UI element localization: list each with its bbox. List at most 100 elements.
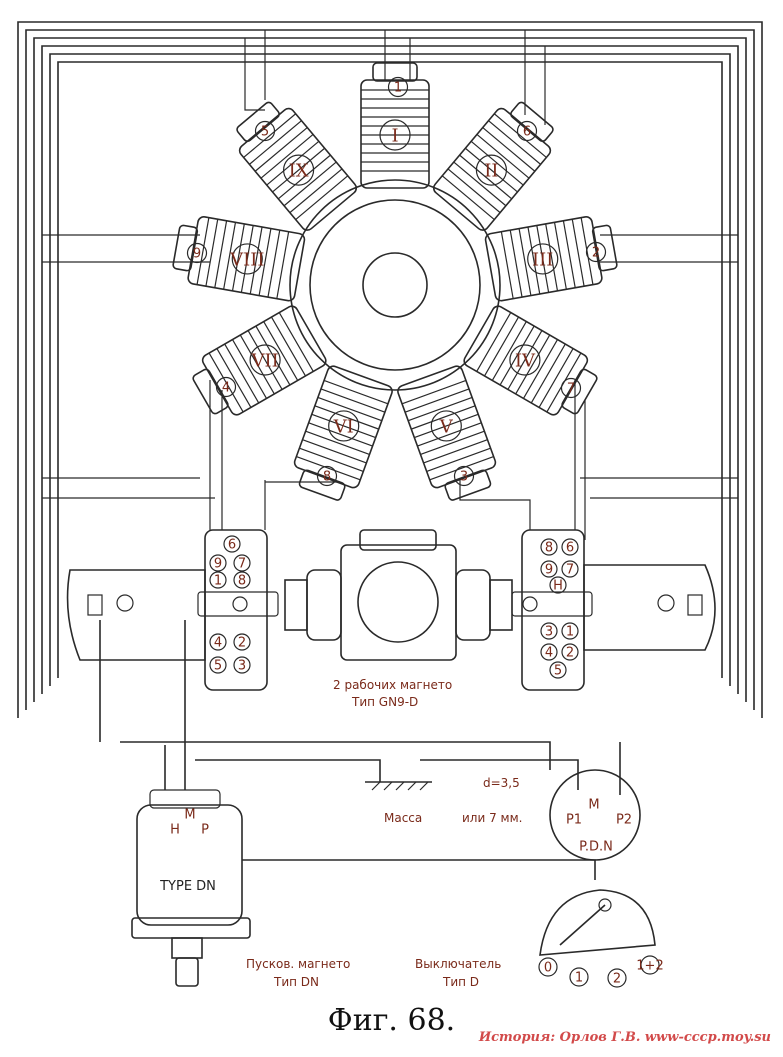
ground-label: Масса <box>384 811 422 825</box>
right-terminal-3: 3 <box>540 622 558 640</box>
svg-text:1: 1 <box>566 625 574 640</box>
plug-5: 5 <box>254 120 276 142</box>
svg-text:3: 3 <box>545 625 553 640</box>
right-magneto <box>511 529 716 691</box>
gap-label-line2: или 7 мм. <box>462 811 522 825</box>
right-terminal-6: 6 <box>561 538 579 556</box>
svg-text:1: 1 <box>575 971 583 986</box>
engine-crankcase <box>289 179 501 391</box>
svg-text:III: III <box>532 249 553 270</box>
right-terminal-7: 7 <box>561 560 579 578</box>
svg-text:5: 5 <box>261 125 269 140</box>
svg-text:1+2: 1+2 <box>636 959 663 974</box>
svg-text:2: 2 <box>566 646 574 661</box>
cylinder-VII: VII <box>192 305 327 416</box>
svg-text:2: 2 <box>613 972 621 987</box>
ignition-switch <box>539 889 656 956</box>
switch-position-2: 2 <box>607 968 627 988</box>
switch-label-line2: Тип D <box>442 975 479 989</box>
left-terminal-1: 1 <box>209 571 227 589</box>
svg-text:6: 6 <box>228 538 236 553</box>
switch-p1-terminal: P1 <box>566 813 582 828</box>
svg-text:7: 7 <box>566 563 574 578</box>
left-terminal-4: 4 <box>209 633 227 651</box>
left-terminal-9: 9 <box>209 554 227 572</box>
svg-text:II: II <box>484 161 498 182</box>
svg-text:VI: VI <box>333 416 354 437</box>
right-terminal-2: 2 <box>561 643 579 661</box>
svg-text:VIII: VIII <box>229 249 264 270</box>
magneto-drive-coupling <box>284 529 513 661</box>
svg-text:8: 8 <box>545 541 553 556</box>
svg-text:H: H <box>553 579 563 594</box>
svg-text:9: 9 <box>545 563 553 578</box>
switch-position-3: 1+2 <box>636 955 664 975</box>
svg-text:7: 7 <box>567 382 575 397</box>
switch-position-1: 1 <box>569 967 589 987</box>
starter-label-line1: Пусков. магнето <box>246 957 350 971</box>
left-terminal-6: 6 <box>223 535 241 553</box>
left-terminal-2: 2 <box>233 633 251 651</box>
right-terminal-1: 1 <box>561 622 579 640</box>
plug-7: 7 <box>560 377 582 399</box>
cylinder-VI: VI <box>293 365 393 501</box>
starter-type-text: TYPE DN <box>159 879 216 894</box>
svg-text:6: 6 <box>566 541 574 556</box>
svg-text:1: 1 <box>394 81 402 96</box>
svg-text:7: 7 <box>238 557 246 572</box>
left-terminal-8: 8 <box>233 571 251 589</box>
svg-text:2: 2 <box>592 246 600 261</box>
gap-label-line1: d=3,5 <box>483 776 520 790</box>
plug-2: 2 <box>585 241 607 263</box>
cylinder-IV: IV <box>463 305 598 416</box>
switch-p2-terminal: P2 <box>616 813 632 828</box>
figure-caption: Фиг. 68. <box>327 1003 456 1038</box>
left-magneto <box>66 529 279 691</box>
right-terminal-8: 8 <box>540 538 558 556</box>
starter-h-terminal: H <box>170 823 180 838</box>
cylinder-VIII: VIII <box>172 216 306 302</box>
starter-label-line2: Тип DN <box>273 975 319 989</box>
svg-text:3: 3 <box>238 659 246 674</box>
svg-text:2: 2 <box>238 636 246 651</box>
cylinder-I: I <box>360 62 430 189</box>
svg-text:4: 4 <box>222 381 230 396</box>
svg-text:V: V <box>439 416 454 437</box>
svg-text:3: 3 <box>460 470 468 485</box>
svg-text:1: 1 <box>214 574 222 589</box>
magneto-label-line2: Тип GN9-D <box>351 695 418 709</box>
cylinder-IX: IX <box>236 101 358 231</box>
plug-9: 9 <box>186 242 208 264</box>
cylinder-III: III <box>484 216 618 302</box>
svg-text:5: 5 <box>554 664 562 679</box>
right-terminal-5: 5 <box>549 661 567 679</box>
plug-1: 1 <box>387 76 409 98</box>
switch-label-line1: Выключатель <box>415 957 501 971</box>
cylinder-V: V <box>397 365 497 501</box>
svg-text:IV: IV <box>515 351 536 372</box>
starter-p-terminal: P <box>201 823 209 838</box>
switch-positions: 0 1 2 1+2 <box>538 955 664 988</box>
left-terminal-7: 7 <box>233 554 251 572</box>
right-terminal-H: H <box>549 576 567 594</box>
credit-watermark: История: Орлов Г.В. www-ссср.moy.su <box>478 1030 771 1045</box>
right-terminal-9: 9 <box>540 560 558 578</box>
svg-text:4: 4 <box>214 636 222 651</box>
svg-text:0: 0 <box>544 961 552 976</box>
left-terminal-3: 3 <box>233 656 251 674</box>
starter-magneto <box>131 745 596 987</box>
svg-text:5: 5 <box>214 659 222 674</box>
right-terminal-4: 4 <box>540 643 558 661</box>
plug-4: 4 <box>215 376 237 398</box>
svg-text:9: 9 <box>193 247 201 262</box>
plug-3: 3 <box>453 465 475 487</box>
wiring-harness <box>17 21 763 718</box>
cylinder-II: II <box>432 101 554 231</box>
svg-text:VII: VII <box>250 351 278 372</box>
svg-text:8: 8 <box>238 574 246 589</box>
switch-m-terminal: M <box>588 798 599 813</box>
ground-spark-gap <box>99 620 621 795</box>
svg-text:I: I <box>391 126 398 147</box>
